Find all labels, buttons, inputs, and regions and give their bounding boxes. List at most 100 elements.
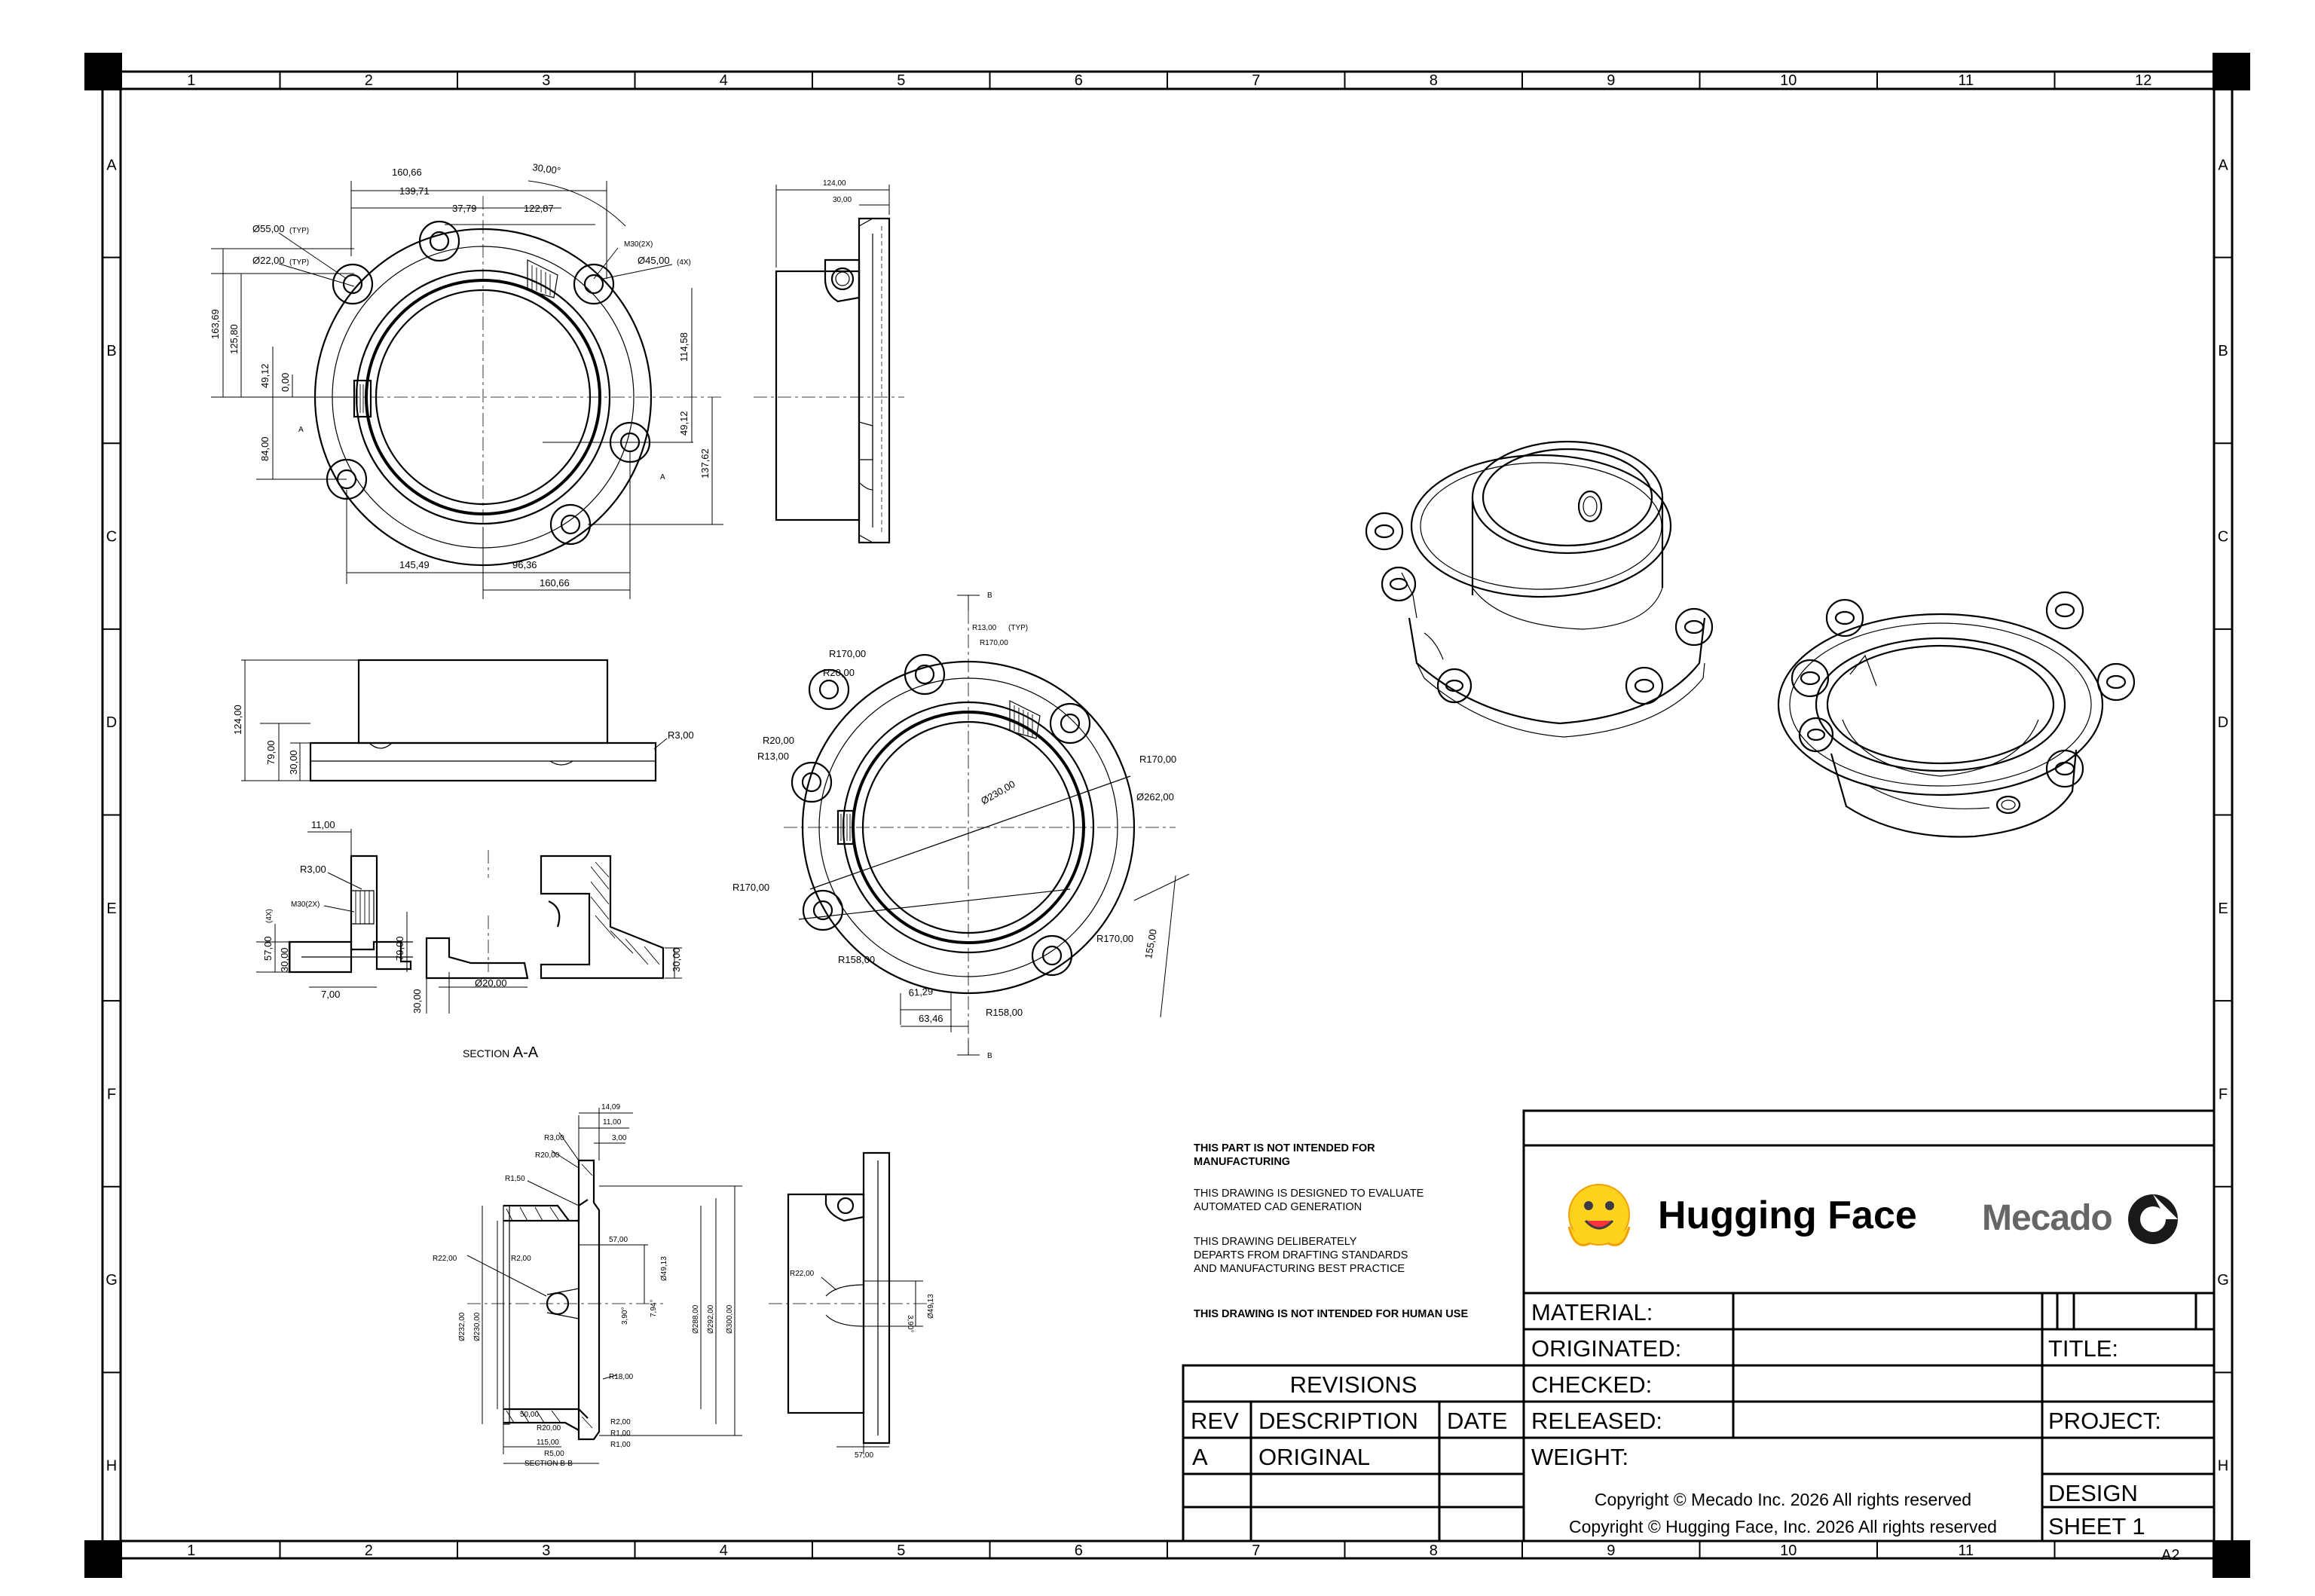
brand-mecado: Mecado [1982, 1198, 2112, 1238]
outer-frame [101, 70, 2234, 1560]
dim-text: R3,00 [300, 864, 326, 875]
grid-row-label: C [106, 529, 117, 546]
revision-row-description: ORIGINAL [1258, 1444, 1370, 1470]
small-note: (4X) [677, 258, 691, 267]
dim-text: Ø45,00 [638, 255, 670, 266]
dim-text: R1,00 [610, 1441, 631, 1449]
grid-row-label: B [106, 343, 116, 359]
grid-column-label: 8 [1430, 72, 1438, 89]
grid-column-label: 2 [365, 72, 373, 89]
grid-column-label: 7 [1252, 72, 1260, 89]
grid-column-label: 10 [1780, 72, 1797, 89]
section-aa-label: SECTION A-A [463, 1044, 539, 1061]
dim-text: 37,79 [452, 203, 477, 214]
weight-label: WEIGHT: [1531, 1444, 1628, 1470]
grid-row-label: G [2217, 1272, 2229, 1289]
small-note: (4X) [265, 909, 274, 923]
grid-row-label: H [2218, 1458, 2228, 1475]
dim-text: Ø232,00 [458, 1312, 466, 1341]
inner-frame [119, 87, 2216, 1542]
dim-text: (TYP) [1008, 624, 1028, 632]
dim-text: 115,00 [537, 1439, 559, 1447]
grid-row-label: A [106, 157, 117, 173]
checked-label: CHECKED: [1531, 1371, 1652, 1398]
section-a-a-view: 11,00 R3,00 M30(2X) 57,00 (4X) 30,00 79,… [256, 819, 682, 1061]
grid-column-label: 4 [720, 1542, 728, 1559]
sheet-label: SHEET 1 [2048, 1513, 2145, 1539]
grid-column-label: 5 [897, 72, 905, 89]
dim-text: R170,00 [829, 648, 866, 659]
dim-text: 57,00 [609, 1236, 628, 1244]
grid-column-label: 2 [365, 1542, 373, 1559]
dim-text: Ø300,00 [726, 1304, 734, 1334]
copyright-hugging-face: Copyright © Hugging Face, Inc. 2026 All … [1569, 1517, 1997, 1536]
dim-text: R170,00 [980, 639, 1008, 647]
grid-column-label: 1 [187, 72, 195, 89]
title-block: Hugging Face Mecado MATERIAL: ORIGINATED… [1522, 1109, 2216, 1564]
dim-text: 155,00 [1142, 928, 1159, 960]
dim-text: 30,00 [288, 750, 299, 775]
dim-text: Ø230,00 [473, 1312, 482, 1341]
side-view-bottom: R22,00 Ø49,13 3,90° 57,00 [769, 1151, 935, 1460]
design-label: DESIGN [2048, 1480, 2138, 1506]
dim-text: M30(2X) [291, 900, 320, 909]
dim-text: 79,00 [394, 936, 405, 961]
grid-row-label: F [2219, 1086, 2228, 1102]
dim-text: 11,00 [311, 819, 335, 830]
dim-text: 49,12 [259, 363, 271, 388]
grid-column-label: 12 [2135, 72, 2151, 89]
section-marker: A [660, 473, 665, 482]
grid-row-label: E [106, 900, 116, 917]
grid-row-label: D [2218, 714, 2228, 731]
dim-text: 7,00 [321, 989, 340, 1000]
dim-text: R20,00 [535, 1151, 560, 1160]
dim-text: 124,00 [823, 179, 846, 188]
dim-text: R18,00 [609, 1373, 634, 1381]
grid-row-label: B [2218, 343, 2228, 359]
originated-label: ORIGINATED: [1531, 1335, 1681, 1362]
grid-column-label: 3 [542, 1542, 550, 1559]
corner-mark-br [2213, 1540, 2250, 1578]
dim-text: 84,00 [259, 436, 271, 461]
dim-text: R20,00 [823, 667, 855, 678]
dim-text: 96,36 [512, 559, 537, 570]
dim-text: R20,00 [537, 1424, 561, 1432]
dim-text: R3,00 [544, 1134, 564, 1142]
grid-column-label: 1 [187, 1542, 195, 1559]
dim-text: R1,50 [505, 1175, 525, 1183]
dim-text: Ø49,13 [660, 1256, 668, 1281]
dim-text: 3,90° [906, 1315, 914, 1332]
dim-text: Ø22,00 [252, 255, 285, 266]
side-view-top: 124,00 30,00 [754, 179, 904, 544]
dim-text: 57,00 [262, 936, 274, 961]
grid-row-label: E [2218, 900, 2228, 917]
grid-row-label: A [2218, 157, 2228, 173]
note-not-human-use: THIS DRAWING IS NOT INTENDED FOR HUMAN U… [1194, 1308, 1468, 1320]
dim-text: R1,00 [610, 1429, 631, 1438]
section-marker: A [298, 426, 304, 434]
section-marker: B [987, 592, 992, 600]
dim-text: Ø288,00 [692, 1304, 700, 1334]
grid-column-label: 8 [1430, 1542, 1438, 1559]
grid-column-label: 7 [1252, 1542, 1260, 1559]
dim-text: 114,58 [678, 332, 690, 362]
dim-text: 50,00 [520, 1411, 539, 1419]
dim-text: 163,69 [209, 309, 221, 339]
dim-text: R3,00 [668, 729, 694, 741]
dim-text: R13,00 [757, 751, 789, 762]
dim-text: 139,71 [399, 185, 430, 197]
dim-text: R2,00 [511, 1255, 531, 1263]
dim-text: 122,87 [524, 203, 554, 214]
dim-text: R22,00 [433, 1255, 457, 1263]
grid-row-label: F [107, 1086, 116, 1102]
dim-text: 124,00 [232, 705, 243, 735]
dim-text: R158,00 [838, 954, 875, 965]
dim-text: R170,00 [1139, 754, 1176, 765]
dim-text: 30,00 [411, 989, 423, 1014]
dim-text: 160,66 [392, 167, 422, 178]
grid-column-label: 3 [542, 72, 550, 89]
section-bb-label: SECTION B-B [524, 1460, 573, 1468]
